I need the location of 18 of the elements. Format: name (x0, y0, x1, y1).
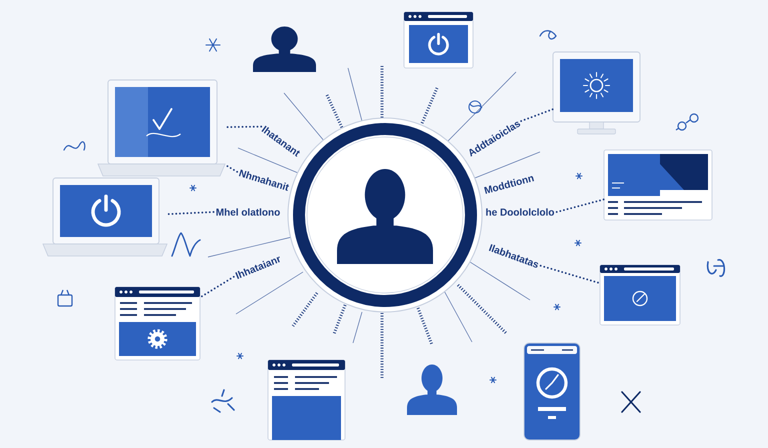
browser-window-picture (268, 360, 346, 440)
browser-window-picture (604, 150, 712, 220)
browser-window-picture (114, 286, 200, 360)
browser-window-picture (600, 264, 680, 326)
leader-line (556, 198, 605, 213)
leader-line (166, 211, 214, 216)
leader-line (520, 108, 554, 122)
leader-line (224, 126, 262, 128)
leader-line (199, 276, 235, 298)
text-label: Mhel olatlono (216, 208, 280, 216)
monitor-picture (552, 52, 640, 134)
leader-line (540, 264, 601, 284)
person-silhouette (253, 26, 316, 72)
person-silhouette (407, 364, 457, 415)
text-label: he Doololclolo (486, 208, 554, 216)
leader-line (224, 164, 238, 173)
tablet-picture (524, 342, 580, 440)
browser-window-picture (404, 12, 474, 68)
